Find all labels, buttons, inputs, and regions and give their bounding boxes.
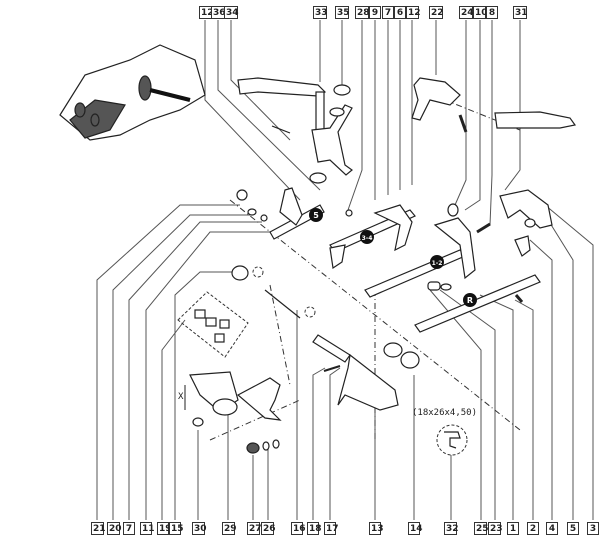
callout-top-9: 9 — [369, 6, 381, 19]
callout-top-33: 33 — [313, 6, 328, 19]
gear-badge-r-label: R — [467, 296, 473, 305]
callout-bottom-5: 5 — [567, 522, 579, 535]
bottom-leader-lines — [96, 204, 594, 520]
fork-1st-2nd-gear — [364, 203, 491, 298]
callout-top-35: 35 — [335, 6, 350, 19]
callout-bottom-25: 25 — [474, 522, 489, 535]
callout-bottom-16: 16 — [291, 522, 306, 535]
callout-bottom-20: 20 — [107, 522, 122, 535]
gear-badge-1-2-label: 1-2 — [432, 260, 443, 267]
gear-badge-5: 5 — [309, 208, 323, 222]
callout-top-12b: 12 — [406, 6, 421, 19]
selector-arm-assembly — [237, 77, 353, 184]
gear-lever-housing — [184, 371, 282, 454]
gear-badge-1-2: 1-2 — [430, 255, 444, 269]
callout-top-24: 24 — [459, 6, 474, 19]
top-leader-lines — [204, 20, 521, 226]
bush-kit-box — [177, 291, 249, 358]
callout-top-7: 7 — [382, 6, 394, 19]
gear-badge-3-4: 3-4 — [360, 230, 374, 244]
fork-5th-gear — [236, 187, 353, 240]
callout-top-28: 28 — [355, 6, 370, 19]
callout-bottom-32: 32 — [444, 522, 459, 535]
circlip-detail — [436, 424, 468, 456]
callout-bottom-2: 2 — [527, 522, 539, 535]
selector-shaft-link — [312, 334, 399, 411]
dimension-x-label: X — [178, 392, 184, 402]
gearbox-overview-illustration — [59, 44, 206, 141]
callout-bottom-18: 18 — [307, 522, 322, 535]
callout-bottom-23: 23 — [488, 522, 503, 535]
reverse-lever-assembly — [411, 77, 577, 133]
callout-bottom-17: 17 — [324, 522, 339, 535]
callout-bottom-13: 13 — [369, 522, 384, 535]
callout-bottom-27: 27 — [247, 522, 262, 535]
selector-spring-set — [231, 265, 316, 319]
callout-top-34: 34 — [224, 6, 239, 19]
callout-bottom-26: 26 — [261, 522, 276, 535]
callout-top-8: 8 — [486, 6, 498, 19]
callout-top-10: 10 — [473, 6, 488, 19]
callout-bottom-15: 15 — [169, 522, 184, 535]
circlip-dimension-note: (18x26x4,50) — [412, 408, 478, 418]
callout-top-6: 6 — [394, 6, 406, 19]
shaft-bushes — [383, 342, 420, 369]
gear-badge-3-4-label: 3-4 — [362, 235, 373, 242]
reverse-shaft-assembly — [414, 189, 553, 333]
callout-bottom-30: 30 — [192, 522, 207, 535]
fork-3rd-4th-gear — [329, 204, 416, 270]
callout-bottom-21: 21 — [91, 522, 106, 535]
callout-bottom-29: 29 — [222, 522, 237, 535]
callout-top-31: 31 — [513, 6, 528, 19]
callout-bottom-4: 4 — [546, 522, 558, 535]
gear-badge-5-label: 5 — [313, 211, 319, 220]
callout-bottom-3: 3 — [587, 522, 599, 535]
callout-bottom-19: 19 — [157, 522, 172, 535]
callout-bottom-7: 7 — [123, 522, 135, 535]
callout-bottom-1: 1 — [507, 522, 519, 535]
callout-bottom-11: 11 — [140, 522, 155, 535]
gear-badge-r: R — [463, 293, 477, 307]
callout-top-22: 22 — [429, 6, 444, 19]
callout-bottom-14: 14 — [408, 522, 423, 535]
callout-top-36: 36 — [211, 6, 226, 19]
